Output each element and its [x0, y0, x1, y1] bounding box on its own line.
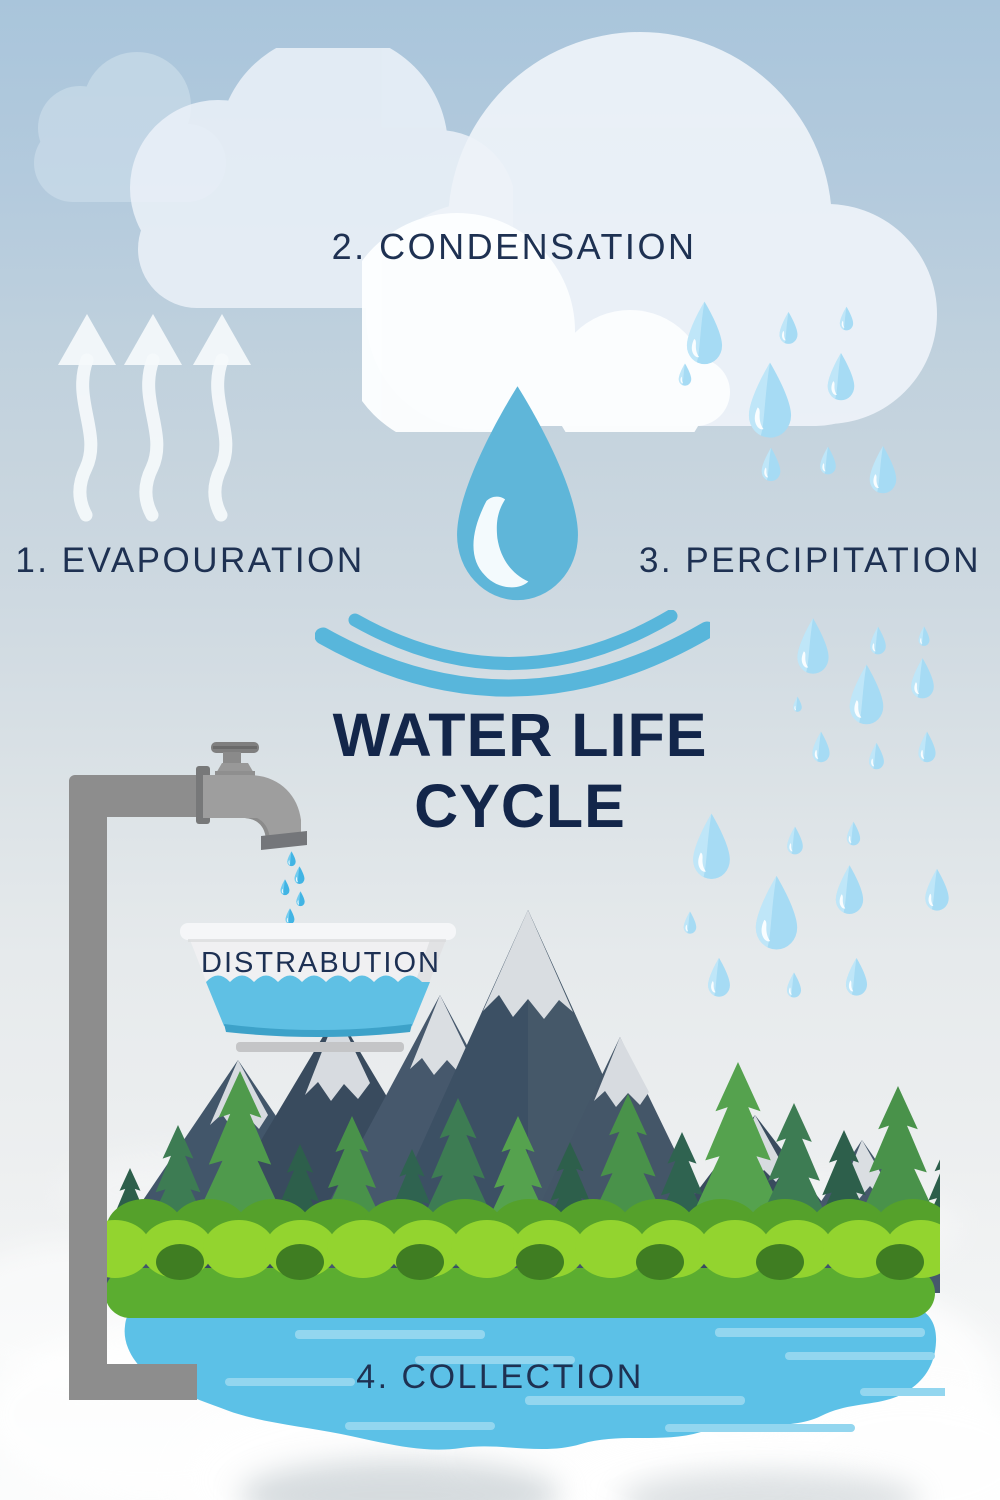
raindrop-icon — [787, 826, 803, 855]
label-precipitation: 3. PERCIPITATION — [638, 541, 982, 580]
raindrop-icon — [869, 742, 884, 770]
label-evaporation: 1. EVAPOURATION — [15, 541, 365, 580]
ripples-icon — [315, 610, 710, 697]
raindrop-icon — [285, 908, 295, 925]
raindrop-icon — [925, 868, 949, 911]
raindrop-icon — [869, 446, 897, 494]
raindrop-icon — [755, 875, 798, 950]
raindrop-icon — [839, 306, 854, 331]
label-collection: 4. COLLECTION — [356, 1358, 644, 1396]
raindrop-icon — [835, 865, 864, 914]
raindrop-icon — [911, 658, 934, 699]
page-title: WATER LIFE CYCLE — [333, 700, 708, 842]
raindrop-icon — [820, 446, 836, 475]
raindrop-icon — [918, 731, 936, 763]
raindrop-icon — [827, 353, 855, 401]
faucet-icon — [203, 742, 307, 850]
raindrop-icon — [812, 731, 830, 763]
pipe-bottom-elbow — [69, 1364, 197, 1400]
raindrop-icon — [287, 851, 296, 867]
raindrop-icon — [870, 626, 886, 655]
raindrop-icon — [294, 866, 305, 884]
raindrop-icon — [686, 301, 723, 365]
raindrop-icon — [748, 362, 792, 438]
raindrop-icon — [849, 664, 884, 725]
raindrop-icon — [683, 911, 697, 934]
raindrop-icon — [693, 813, 730, 879]
water-drop-icon — [457, 386, 578, 601]
bush-row — [100, 1199, 940, 1280]
title-line-1: WATER LIFE — [332, 701, 708, 769]
raindrop-icon — [280, 879, 290, 896]
evaporation-arrows-icon — [58, 314, 251, 522]
title-line-2: CYCLE — [414, 771, 626, 840]
landscape-icon — [100, 910, 940, 1318]
label-condensation: 2. CONDENSATION — [331, 226, 697, 267]
raindrop-icon — [845, 958, 868, 996]
raindrop-icon — [296, 891, 305, 907]
raindrop-icon — [846, 821, 861, 846]
pipe-vertical — [69, 775, 107, 1400]
raindrop-icon — [779, 311, 798, 344]
raindrop-icon — [786, 972, 802, 998]
pipe-horizontal — [100, 775, 204, 817]
raindrop-icon — [708, 957, 730, 997]
raindrop-icon — [918, 626, 930, 646]
raindrop-icon — [793, 696, 802, 712]
right-cloud-icon — [362, 32, 937, 432]
label-distribution: DISTRABUTION — [201, 947, 441, 979]
basin-icon — [180, 923, 456, 1052]
raindrop-icon — [761, 447, 781, 482]
raindrop-icon — [678, 363, 692, 386]
raindrop-icon — [797, 618, 829, 674]
